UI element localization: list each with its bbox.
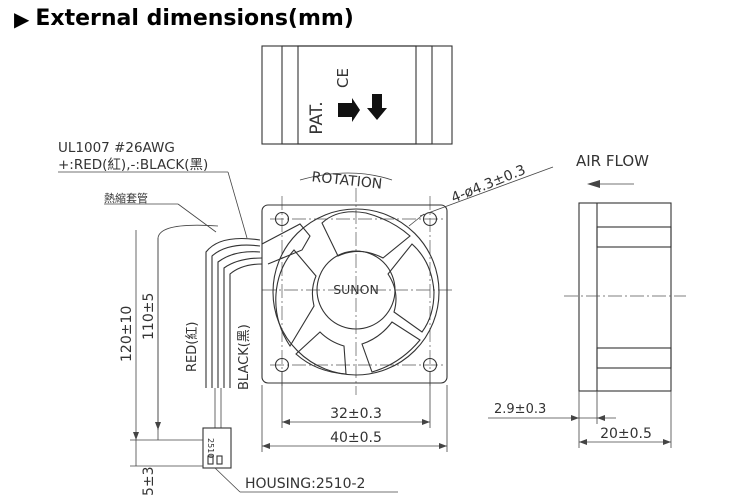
airflow-arrow-icon [367, 94, 387, 120]
fan-front-view: SUNON [261, 188, 452, 395]
black-wire-label: BLACK(黑) [237, 324, 252, 390]
flange-thickness-dimension: 2.9±0.3 [494, 402, 546, 417]
sleeve-label: 熱縮套管 [104, 191, 148, 205]
wire-spec-line-2: +:RED(紅),-:BLACK(黑) [58, 157, 208, 173]
rotation-arrow-icon [338, 98, 360, 122]
fan-top-view: PAT. CE [261, 45, 453, 145]
red-wire-label: RED(紅) [185, 322, 200, 372]
mounting-hole [274, 211, 290, 227]
wire-length-120: 120±10 [119, 306, 135, 362]
fan-thickness-dimension: 20±0.5 [600, 426, 652, 442]
patent-mark: PAT. [307, 101, 327, 134]
mounting-hole [274, 357, 290, 373]
air-flow-label: AIR FLOW [576, 152, 649, 170]
label-sticker: PAT. CE [307, 68, 387, 135]
section-heading: ▶ External dimensions(mm) [14, 6, 354, 31]
brand-logo: SUNON [333, 282, 379, 297]
hole-spec-label: 4-ø4.3±0.3 [449, 162, 528, 206]
air-flow-arrow-icon [587, 180, 600, 188]
fan-blades [275, 211, 435, 375]
wire-spec-callout: UL1007 #26AWG +:RED(紅),-:BLACK(黑) [58, 140, 248, 239]
housing-label: HOUSING:2510-2 [245, 476, 365, 492]
heading-title: External dimensions(mm) [35, 6, 354, 31]
sleeve-callout: 熱縮套管 [104, 191, 217, 233]
ce-mark: CE [334, 68, 352, 88]
bottom-dimensions: 32±0.3 40±0.5 [261, 372, 448, 452]
strip-length: 5±3 [141, 466, 157, 496]
fan-side-view: AIR FLOW 2.9±0.3 20±0.5 [488, 152, 686, 448]
wire-spec-line-1: UL1007 #26AWG [58, 140, 175, 156]
heading-marker: ▶ [14, 6, 30, 31]
frame-width-dimension: 40±0.5 [330, 430, 382, 446]
lead-wires: 2510 [202, 237, 263, 469]
wire-length-dimensions: 120±10 110±5 5±3 [119, 224, 219, 496]
hole-pitch-dimension: 32±0.3 [330, 406, 382, 422]
connector-marking: 2510 [206, 438, 215, 458]
wire-length-110: 110±5 [141, 293, 157, 340]
mounting-hole [422, 357, 438, 373]
rotation-label: ROTATION [311, 169, 383, 192]
